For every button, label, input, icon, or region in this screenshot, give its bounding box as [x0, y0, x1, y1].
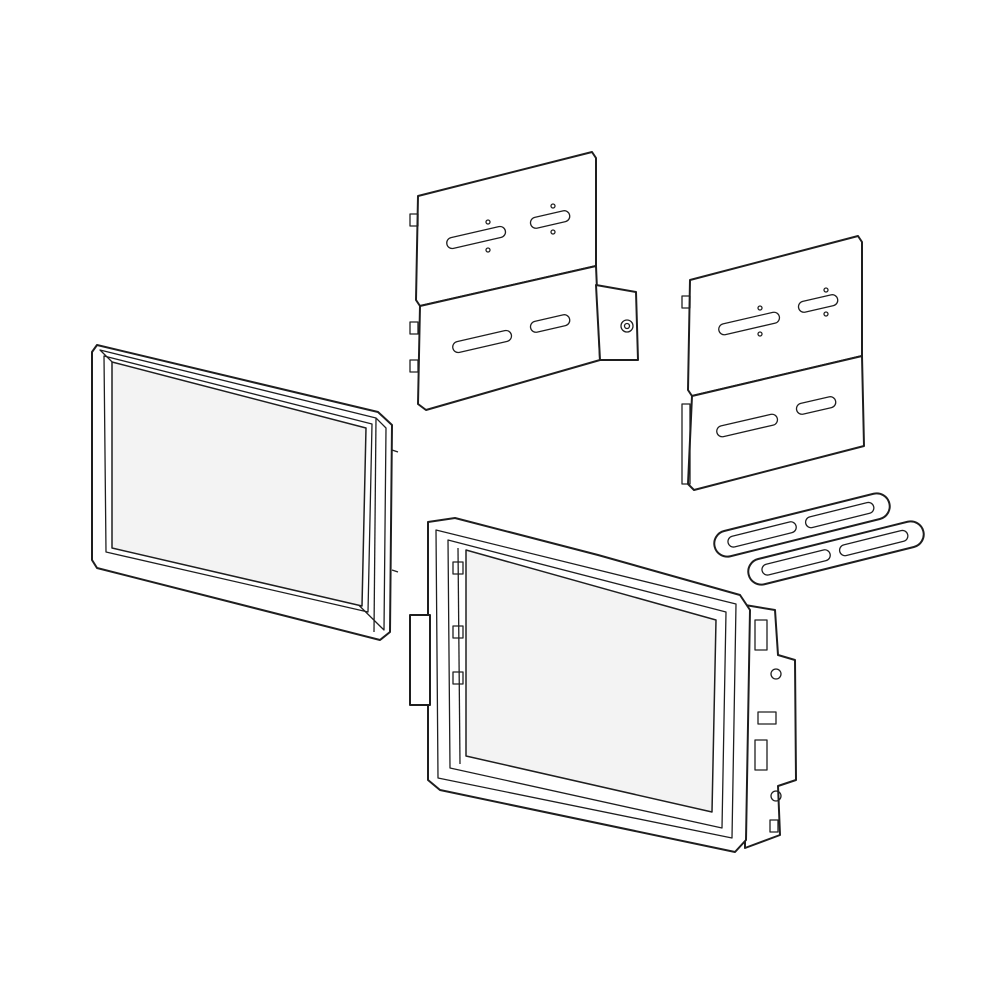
mounting-bracket-left [409, 151, 639, 411]
trim-bezel [91, 344, 399, 641]
mounting-bracket-right [681, 235, 865, 491]
rubber-strap [713, 492, 891, 558]
main-dash-frame [409, 517, 797, 853]
rubber-strap [747, 520, 925, 586]
slot [446, 203, 571, 354]
